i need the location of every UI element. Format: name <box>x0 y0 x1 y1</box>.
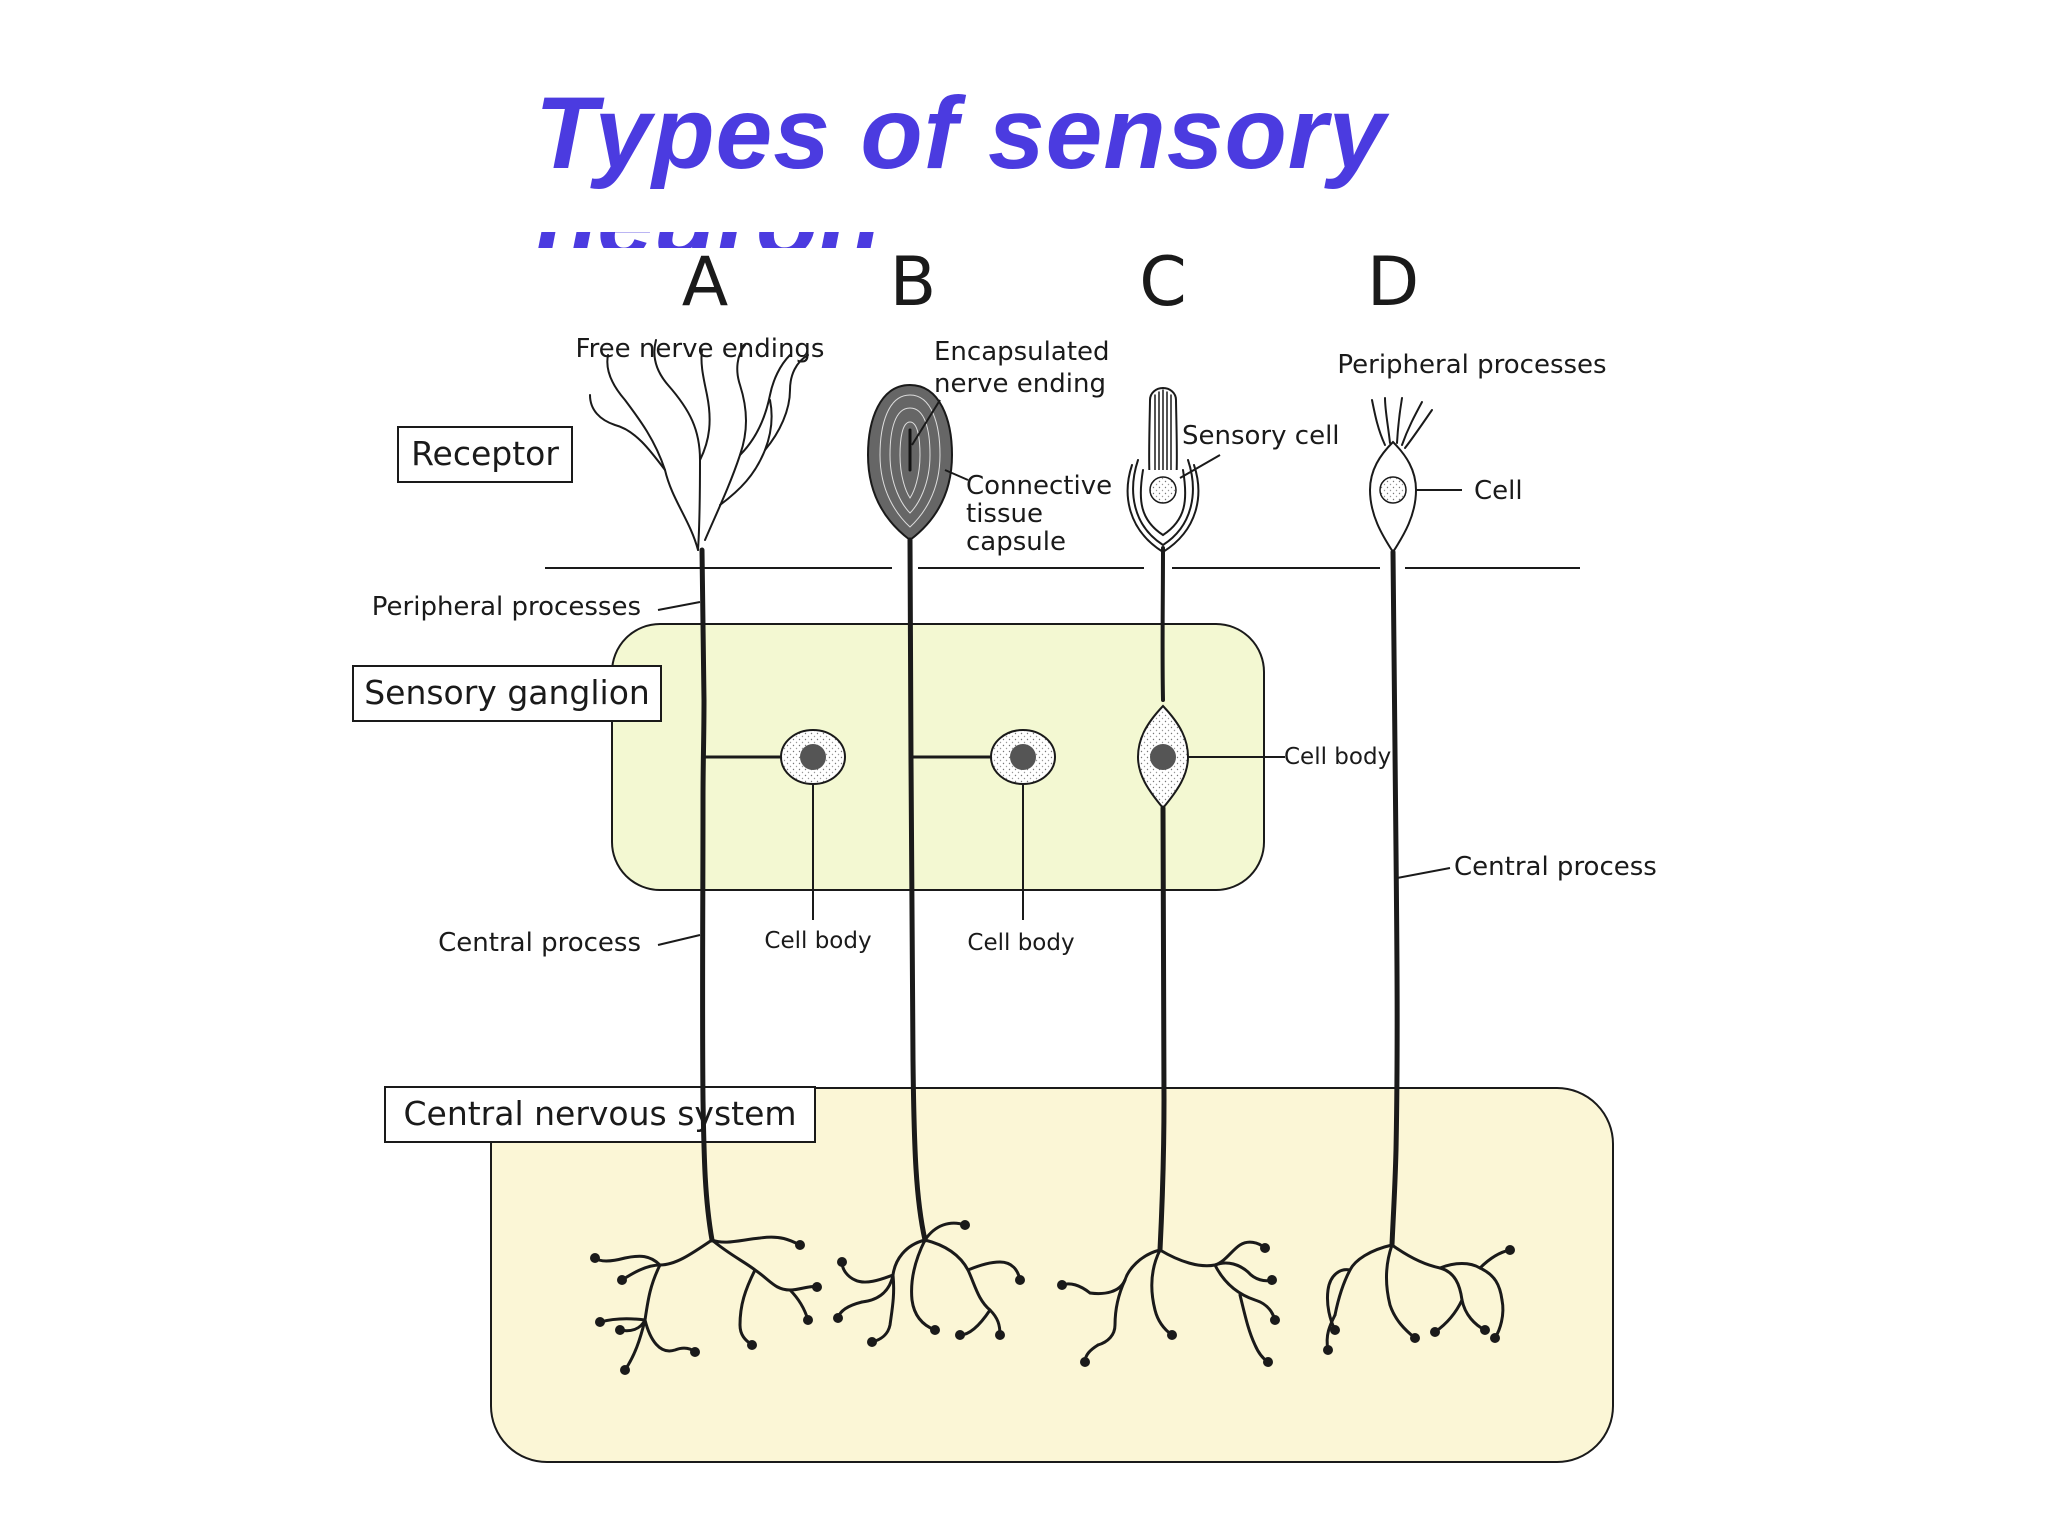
neuron-a <box>589 339 846 1375</box>
slide-title-overflow: neuron <box>535 232 895 248</box>
slide-title: Types of sensory <box>535 76 1387 190</box>
cns-region <box>490 1087 1614 1463</box>
label-connective-line2: tissue <box>966 499 1043 529</box>
cns-label: Central nervous system <box>403 1094 796 1133</box>
neuron-b <box>833 383 1056 1347</box>
label-peripheral-processes-a: Peripheral processes <box>372 592 641 622</box>
label-encapsulated-line1: Encapsulated <box>934 337 1110 367</box>
label-connective-line3: capsule <box>966 527 1066 557</box>
type-label-c: C <box>1139 243 1186 322</box>
label-sensory-cell: Sensory cell <box>1182 421 1340 451</box>
receptor-label-box: Receptor <box>397 426 573 483</box>
label-cell-body-a: Cell body <box>764 928 871 954</box>
slide-title-overflow-text: neuron <box>535 232 895 248</box>
neuron-d <box>1323 397 1515 1355</box>
label-free-nerve-endings: Free nerve endings <box>576 334 825 364</box>
type-label-a: A <box>682 243 729 322</box>
label-connective-line1: Connective <box>966 471 1112 501</box>
neuron-c <box>1057 386 1280 1367</box>
leader-lines <box>657 399 1462 946</box>
label-peripheral-processes-d: Peripheral processes <box>1337 350 1606 380</box>
label-cell-body-c: Cell body <box>1284 744 1391 770</box>
label-central-process-a: Central process <box>438 928 641 958</box>
type-label-d: D <box>1367 243 1419 322</box>
label-cell-body-b: Cell body <box>967 930 1074 956</box>
label-encapsulated-line2: nerve ending <box>934 369 1106 399</box>
label-cell-d: Cell <box>1474 476 1523 506</box>
ganglion-label: Sensory ganglion <box>364 673 650 712</box>
type-label-b: B <box>890 243 937 322</box>
cns-label-box: Central nervous system <box>384 1086 816 1143</box>
ganglion-label-box: Sensory ganglion <box>352 665 662 722</box>
receptor-label: Receptor <box>411 434 559 473</box>
label-central-process-d: Central process <box>1454 852 1657 882</box>
